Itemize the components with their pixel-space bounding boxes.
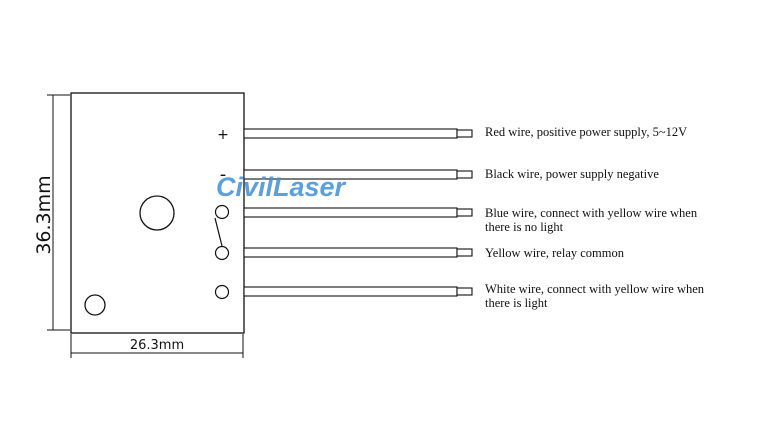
wire-label-black: Black wire, power supply negative: [485, 167, 659, 181]
minus-sign: -: [220, 164, 227, 185]
wire-label-yellow: Yellow wire, relay common: [485, 246, 624, 260]
wire-label-red: Red wire, positive power supply, 5~12V: [485, 125, 688, 139]
relay-switch-contact: [214, 217, 223, 247]
wire-blue: [243, 207, 473, 218]
wire-red: [243, 128, 473, 139]
width-dim-label: 26.3mm: [130, 338, 184, 353]
wire-black: [243, 169, 473, 180]
civillaser-watermark-logo: CivilLaser: [216, 172, 346, 202]
mounting-hole: [84, 294, 106, 316]
height-dim-label: 36.3mm: [33, 175, 55, 254]
light-sensor-hole: [139, 195, 175, 231]
terminal-hole-yellow: [214, 245, 230, 261]
wire-label-blue: Blue wire, connect with yellow wire when…: [485, 206, 698, 234]
terminal-hole-white: [214, 284, 230, 300]
wire-yellow: [243, 247, 473, 258]
terminal-hole-blue: [214, 204, 230, 220]
wire-label-white: White wire, connect with yellow wire whe…: [485, 282, 705, 310]
wire-white: [243, 286, 473, 297]
plus-sign: +: [217, 127, 229, 143]
